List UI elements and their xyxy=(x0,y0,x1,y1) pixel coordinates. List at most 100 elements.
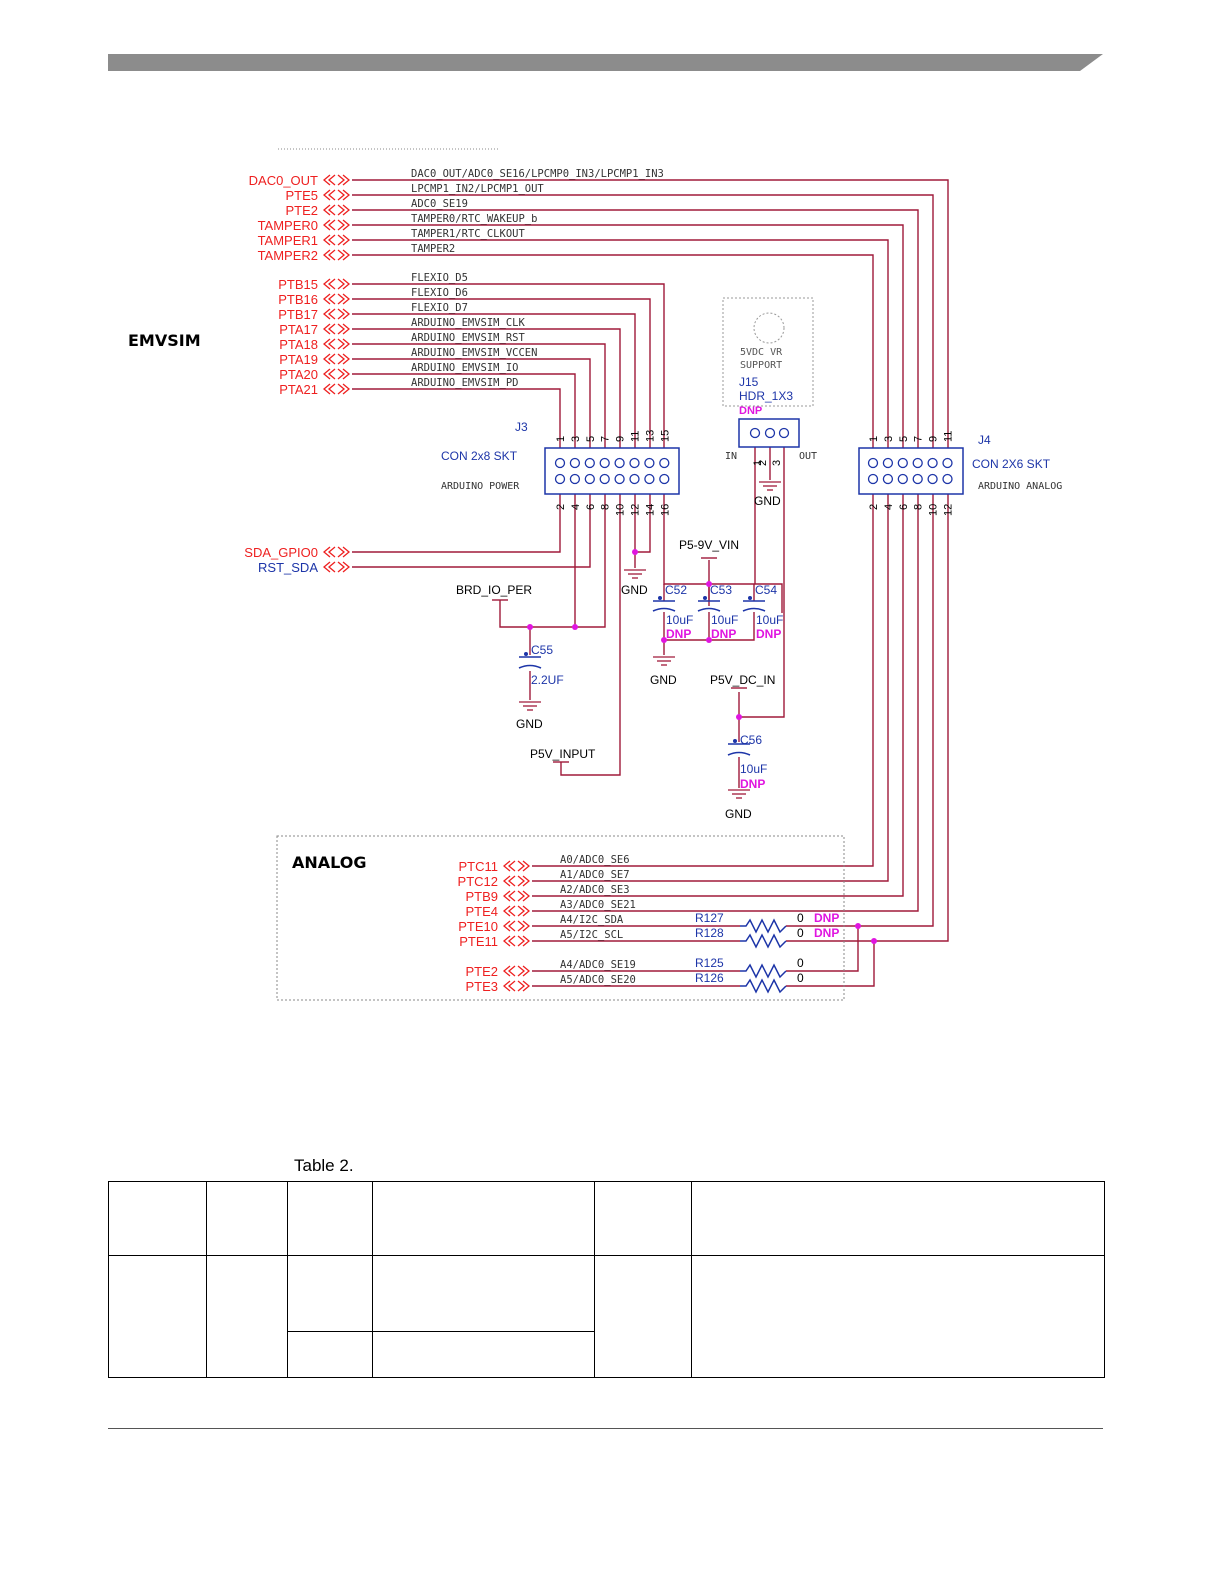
off-page-connector-icon xyxy=(502,920,531,932)
table-row xyxy=(108,1255,1105,1378)
connector-pin xyxy=(629,457,640,469)
c56-ref: C56 xyxy=(740,733,762,747)
c54-value: 10uF xyxy=(756,613,783,627)
r125-ref: R125 xyxy=(695,956,724,970)
j3-pin-circles xyxy=(554,457,670,485)
top-signal-port-label: TAMPER1 xyxy=(258,233,318,248)
j15-pin3: 3 xyxy=(771,460,783,466)
j4-ref: J4 xyxy=(978,433,991,447)
connector-pin xyxy=(599,473,610,485)
c56-dnp: DNP xyxy=(740,777,765,791)
analog-signal-port-label: PTC11 xyxy=(459,859,499,874)
pin-number: 5 xyxy=(898,436,910,442)
emv-signal-net-name: FLEXIO_D5 xyxy=(411,272,468,284)
emv-signal-port-label: PTA17 xyxy=(279,322,318,337)
connector-pin xyxy=(629,473,640,485)
j3-ref: J3 xyxy=(515,420,528,434)
j4-description: ARDUINO ANALOG xyxy=(978,481,1062,492)
c55-ref: C55 xyxy=(531,643,553,657)
connector-pin xyxy=(554,457,566,469)
j15-ref: J15 xyxy=(739,375,759,389)
c52-ref: C52 xyxy=(665,583,687,597)
gnd-label-c56: GND xyxy=(725,807,752,821)
table-cell xyxy=(594,1181,692,1256)
table-2 xyxy=(108,1181,1105,1378)
p5v-dc-in-label: P5V_DC_IN xyxy=(710,673,775,687)
off-page-connector-icon xyxy=(322,174,351,186)
emv-signal-port-label: PTB16 xyxy=(278,292,318,307)
top-signal-port-label: TAMPER2 xyxy=(258,248,318,263)
off-page-connector-icon xyxy=(322,189,351,201)
table-cell xyxy=(372,1331,595,1378)
table-cell xyxy=(691,1181,1105,1256)
off-page-connector-icon xyxy=(502,860,531,872)
j15-pin-out-label: OUT xyxy=(799,451,817,462)
j15-mounting-hole xyxy=(753,312,785,344)
connector-pin xyxy=(927,473,938,485)
connector-pin xyxy=(942,457,953,469)
schematic-diagram: EMVSIM xyxy=(108,54,1103,1001)
off-page-connector-icon xyxy=(322,368,351,380)
gnd-label-c55: GND xyxy=(516,717,543,731)
pin-number: 4 xyxy=(883,504,895,510)
connector-pin xyxy=(912,473,923,485)
connector-pin xyxy=(584,457,595,469)
analog-signal-port-label: PTE11 xyxy=(459,934,498,949)
r127-ref: R127 xyxy=(695,911,724,925)
emvsim-section-label: EMVSIM xyxy=(128,331,201,350)
j4-value: CON 2X6 SKT xyxy=(972,457,1051,471)
gnd-label-caps: GND xyxy=(650,673,677,687)
table-row xyxy=(108,1181,1105,1256)
top-signal-net-name: TAMPER0/RTC_WAKEUP_b xyxy=(411,213,537,225)
c56-value: 10uF xyxy=(740,762,767,776)
pin-number: 1 xyxy=(868,436,880,442)
pin-number: 12 xyxy=(630,504,642,516)
analog-signal-port-label: PTE10 xyxy=(458,919,498,934)
top-signal-port-label: PTE5 xyxy=(285,188,318,203)
c53-value: 10uF xyxy=(711,613,738,627)
r127-dnp: DNP xyxy=(814,911,839,925)
off-page-connector-icon xyxy=(322,323,351,335)
j15-dnp: DNP xyxy=(739,405,762,417)
j15-header-body xyxy=(738,418,800,448)
table-cell xyxy=(206,1255,288,1378)
table-cell xyxy=(108,1181,207,1256)
r126-ref: R126 xyxy=(695,971,724,985)
analog-signal-net-name: A4/I2C_SDA xyxy=(560,914,624,926)
r128-dnp: DNP xyxy=(814,926,839,940)
c54-ref: C54 xyxy=(755,583,777,597)
pin-number: 2 xyxy=(868,504,880,510)
connector-pin xyxy=(897,473,908,485)
j15-value: HDR_1X3 xyxy=(739,389,793,403)
table-row xyxy=(109,1331,1105,1378)
top-signal-port-label: TAMPER0 xyxy=(258,218,318,233)
connector-pin xyxy=(867,473,879,485)
off-page-connector-icon xyxy=(322,546,351,558)
analog-signal-net-name: A5/ADC0_SE20 xyxy=(560,974,636,986)
pin-number: 5 xyxy=(585,436,597,442)
table-cell xyxy=(287,1331,373,1378)
pin-number: 9 xyxy=(928,436,940,442)
off-page-connector-icon xyxy=(322,338,351,350)
pin-number: 9 xyxy=(615,436,627,442)
analog-signal-port-label: PTE4 xyxy=(465,904,498,919)
capacitor-labels: C52 10uF DNP C53 10uF DNP C54 10uF DNP C… xyxy=(531,583,783,791)
off-page-connector-icon xyxy=(322,383,351,395)
off-page-ports: DAC0_OUTPTE5PTE2TAMPER0TAMPER1TAMPER2PTB… xyxy=(244,173,531,994)
analog-signal-net-name: A3/ADC0_SE21 xyxy=(560,899,636,911)
junctions xyxy=(527,549,877,944)
connector-pin xyxy=(554,473,566,485)
pin-number: 12 xyxy=(943,504,955,516)
r127-value: 0 xyxy=(797,911,804,925)
analog-signal-net-name: A4/ADC0_SE19 xyxy=(560,959,636,971)
p5v-input-label: P5V_INPUT xyxy=(530,747,596,761)
emv-signal-net-name: FLEXIO_D6 xyxy=(411,287,468,299)
pin-number: 10 xyxy=(928,504,940,516)
off-page-connector-icon xyxy=(502,875,531,887)
connector-pin xyxy=(659,473,670,485)
j4-pin-circles xyxy=(867,457,953,485)
analog-section-box xyxy=(276,835,845,1001)
emv-signal-port-label: PTB17 xyxy=(278,307,318,322)
